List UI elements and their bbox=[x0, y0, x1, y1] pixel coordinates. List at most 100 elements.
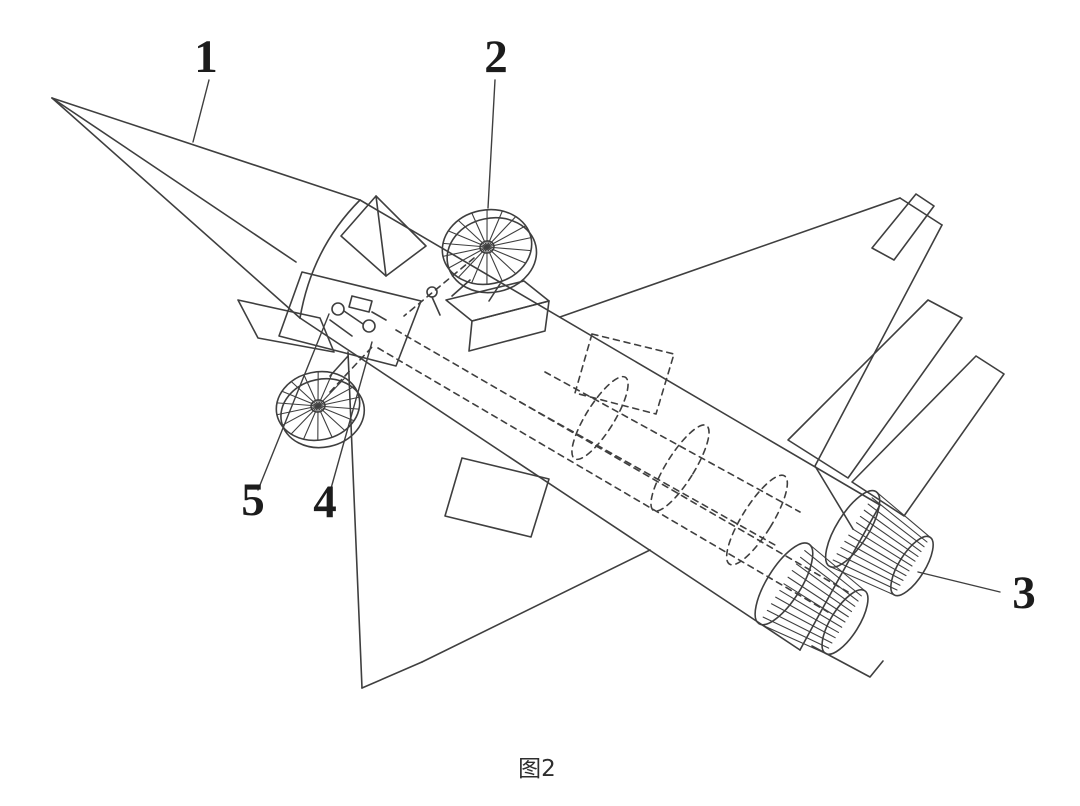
left-wing-trailing-edge bbox=[421, 549, 651, 663]
duct-bulkhead bbox=[725, 474, 789, 566]
fan-spoke-line bbox=[486, 246, 488, 285]
lower-equipment-box bbox=[444, 457, 550, 538]
fan-spoke-line bbox=[317, 396, 360, 407]
nozzle-hatch-line bbox=[832, 559, 898, 591]
fan-rim-thickness bbox=[280, 378, 366, 449]
gearbox-link bbox=[329, 319, 353, 337]
nozzle-hatch-line bbox=[848, 534, 910, 572]
callout-5-number: 5 bbox=[241, 474, 265, 526]
fan-spoke-line bbox=[317, 405, 346, 431]
fan-spoke-line bbox=[486, 237, 532, 248]
fan-spoke-line bbox=[486, 246, 527, 264]
drive-shaft-line bbox=[395, 329, 849, 593]
right-wing-leading-edge bbox=[559, 197, 901, 318]
nozzle-hatch-line bbox=[766, 609, 833, 644]
equipment bbox=[278, 271, 550, 538]
fan-spoke-line bbox=[317, 372, 333, 407]
callout-5-leader-line bbox=[257, 313, 330, 491]
nozzle-hatch-line bbox=[775, 596, 840, 633]
fan-shaft-line bbox=[403, 257, 475, 317]
fan-spoke-line bbox=[486, 209, 488, 248]
far-fin-tip bbox=[871, 193, 935, 261]
fan-spoke-line bbox=[290, 405, 319, 435]
nozzle-hatch-line bbox=[804, 550, 862, 597]
sensor-detail bbox=[426, 286, 438, 298]
nose-chine-line bbox=[51, 97, 297, 263]
fan-spoke-line bbox=[303, 374, 319, 407]
nozzle-hatch-line bbox=[867, 503, 925, 548]
figure-caption: 图2 bbox=[518, 756, 556, 782]
ventral-fin bbox=[811, 645, 884, 678]
fan-spoke-line bbox=[442, 246, 488, 257]
right-wing-tip bbox=[899, 197, 943, 226]
nose-base-section bbox=[299, 199, 361, 319]
fan-spoke-line bbox=[447, 230, 488, 248]
lift-fan-forward bbox=[441, 208, 538, 294]
right-wing-trailing-edge bbox=[814, 224, 943, 467]
fan-spoke-line bbox=[317, 377, 346, 407]
gearbox-disc bbox=[331, 302, 345, 316]
bulkhead-ellipse bbox=[650, 424, 710, 512]
nozzle-hatch-line bbox=[863, 509, 922, 553]
callout-1-number: 1 bbox=[194, 31, 218, 83]
fan-spoke-line bbox=[486, 246, 532, 252]
fan-spoke-line bbox=[486, 210, 503, 248]
lift-fan-port bbox=[275, 370, 366, 449]
gearbox-disc bbox=[362, 319, 376, 333]
fan-spoke-line bbox=[317, 405, 333, 438]
nozzle-hatch-line bbox=[836, 553, 901, 586]
nozzle-hatch-line bbox=[852, 528, 913, 567]
engine-nozzle-starboard bbox=[824, 489, 934, 597]
callout-2-number: 2 bbox=[484, 31, 508, 83]
nose-lower-edge bbox=[51, 97, 301, 319]
canopy-frame-line bbox=[375, 195, 387, 277]
internal-bay-outline bbox=[574, 333, 675, 415]
vertical-fin-near bbox=[787, 299, 963, 479]
nozzle-hatch-line bbox=[795, 563, 856, 607]
gearbox-bay-outline bbox=[278, 271, 422, 367]
nozzle-hatch-line bbox=[844, 540, 907, 577]
fan-spoke-line bbox=[471, 246, 488, 284]
canard bbox=[237, 299, 335, 353]
tailplane-far bbox=[851, 355, 1005, 517]
drive-shaft-line bbox=[377, 347, 829, 613]
fan-spoke-line bbox=[486, 246, 503, 282]
right-wing-root-fairing bbox=[814, 465, 854, 530]
left-wing-tip bbox=[361, 661, 423, 689]
nozzle-hatch-line bbox=[787, 576, 849, 618]
nozzle-hatch-line bbox=[791, 569, 853, 613]
nozzle-hatch-line bbox=[783, 583, 846, 623]
nozzle-hatch-line bbox=[758, 623, 826, 654]
nozzle-hatch-line bbox=[799, 556, 859, 602]
fan-spoke-line bbox=[281, 390, 319, 407]
callout-4-number: 4 bbox=[313, 476, 337, 528]
fan-spoke-line bbox=[317, 405, 360, 410]
callout-1: 1 bbox=[192, 31, 218, 143]
fan-spoke-line bbox=[303, 405, 319, 440]
equipment-box-side bbox=[468, 300, 550, 352]
sensor-detail-line bbox=[431, 296, 441, 316]
callout-2-leader-line bbox=[487, 79, 496, 209]
callout-3: 3 bbox=[917, 567, 1036, 619]
nozzle-hatch-line bbox=[762, 616, 830, 649]
bulkhead-ellipse bbox=[725, 474, 789, 566]
fan-spoke-line bbox=[442, 242, 488, 248]
nozzle-hatch-line bbox=[855, 522, 916, 562]
callout-3-leader-line bbox=[917, 571, 1001, 593]
nozzle-hatch-line bbox=[828, 565, 895, 596]
fan-rim-thickness bbox=[446, 216, 538, 294]
fan-spoke-line bbox=[447, 246, 488, 269]
callout-4: 4 bbox=[313, 341, 373, 528]
fan-spoke-line bbox=[486, 215, 517, 248]
fan-spoke-line bbox=[317, 371, 319, 407]
fan-spoke-line bbox=[276, 405, 319, 416]
fan-spoke-line bbox=[486, 225, 527, 248]
airframe bbox=[51, 97, 1005, 689]
fuselage-top-edge bbox=[359, 199, 881, 506]
nozzle-hatch-line bbox=[840, 547, 904, 581]
nozzle-hatch-line bbox=[875, 491, 931, 538]
fuselage-bottom-edge bbox=[299, 317, 801, 651]
fan-mount-line bbox=[451, 279, 471, 297]
fan-spoke-line bbox=[457, 246, 488, 279]
